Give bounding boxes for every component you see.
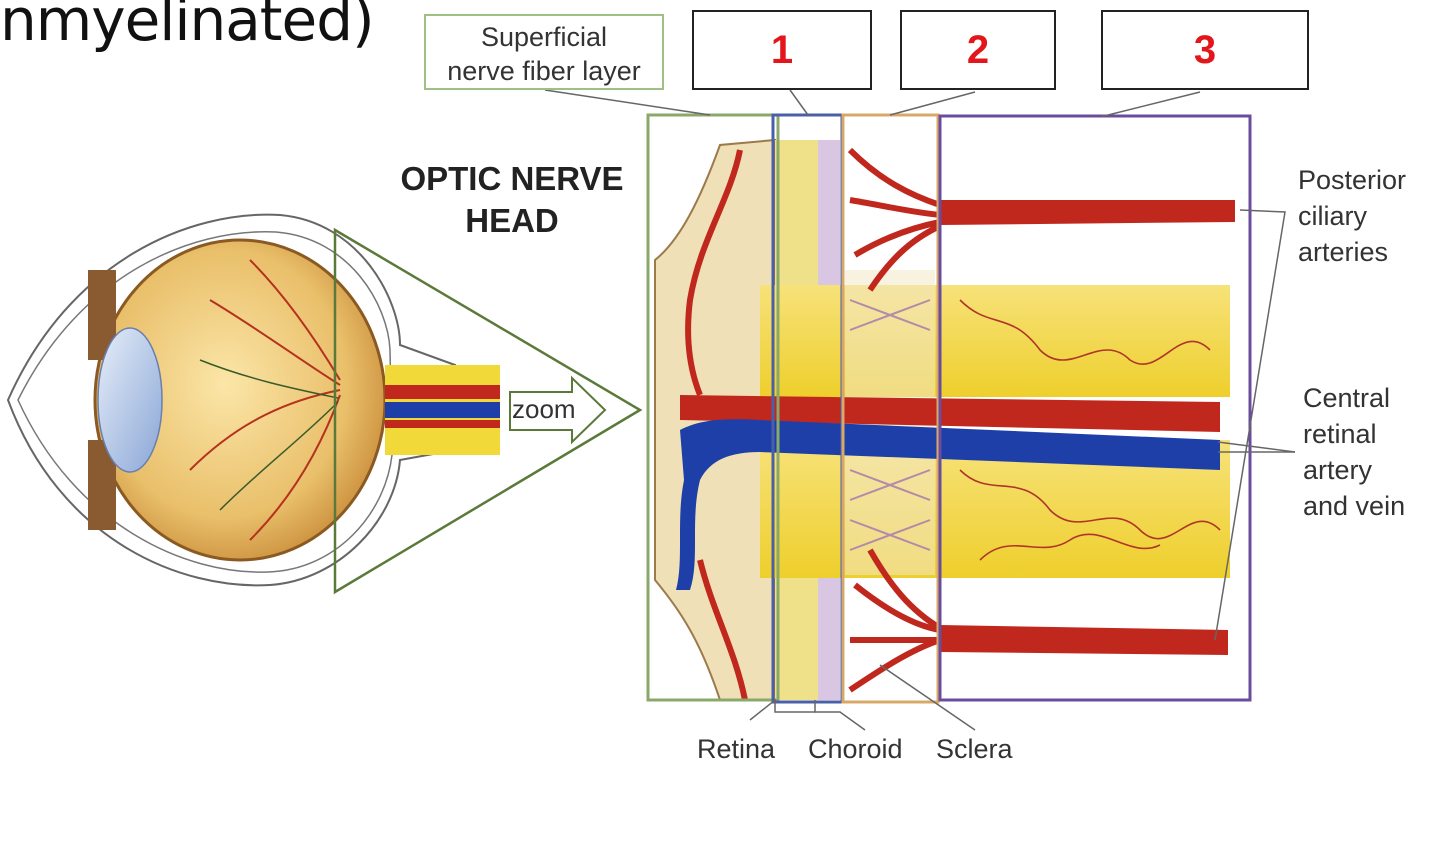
leader-lines xyxy=(544,89,1296,731)
retina-region-box xyxy=(646,113,780,702)
superficial-label-line1: Superficial xyxy=(480,22,608,52)
onh-line2: HEAD xyxy=(465,202,559,239)
sclera-label: Sclera xyxy=(936,734,1013,764)
answer-box-1[interactable]: 1 xyxy=(692,10,872,90)
onh-line1: OPTIC NERVE xyxy=(400,160,624,197)
answer-box-2[interactable]: 2 xyxy=(900,10,1056,90)
optic-nerve-head-section xyxy=(654,138,1245,701)
cra-line3: artery xyxy=(1303,455,1373,485)
eye-globe-illustration xyxy=(6,213,643,595)
answer-box-3[interactable]: 3 xyxy=(1101,10,1309,90)
cra-line2: retinal xyxy=(1303,419,1377,449)
posterior-ciliary-arteries-label: Posterior ciliary arteries xyxy=(1298,162,1406,270)
cra-line4: and vein xyxy=(1303,491,1406,521)
central-retinal-artery-vein-label: Central retinal artery and vein xyxy=(1303,380,1405,524)
choroid-label: Choroid xyxy=(808,734,903,764)
retina-label: Retina xyxy=(697,734,776,764)
pca-line2: ciliary xyxy=(1298,201,1368,231)
superficial-nerve-fiber-layer-label: Superficial nerve fiber layer xyxy=(424,14,664,90)
pca-line1: Posterior xyxy=(1298,165,1407,195)
superficial-label-line2: nerve fiber layer xyxy=(447,56,641,86)
pca-line3: arteries xyxy=(1298,237,1389,267)
zoom-label: zoom xyxy=(512,394,576,424)
optic-nerve-head-title: OPTIC NERVE HEAD xyxy=(382,158,642,242)
heading-fragment: nmyelinated) xyxy=(0,0,375,54)
nerve-region-box xyxy=(938,114,1252,702)
cra-line1: Central xyxy=(1303,383,1391,413)
